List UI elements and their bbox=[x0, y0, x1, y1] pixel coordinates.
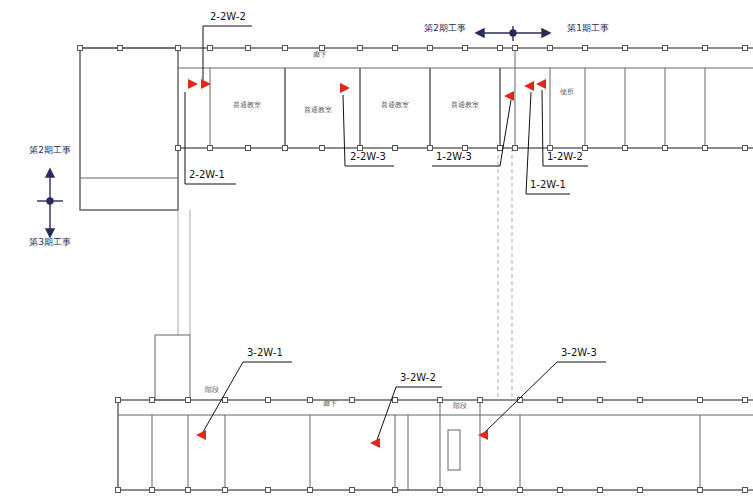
column bbox=[118, 46, 123, 51]
column bbox=[283, 146, 288, 151]
column bbox=[638, 488, 643, 493]
phase-label: 第3期工事 bbox=[29, 238, 71, 247]
phase-label: 第1期工事 bbox=[567, 24, 609, 33]
column bbox=[583, 146, 588, 151]
column bbox=[208, 146, 213, 151]
column bbox=[308, 398, 313, 403]
column bbox=[478, 488, 483, 493]
column bbox=[558, 488, 563, 493]
column bbox=[638, 398, 643, 403]
leader-lines bbox=[185, 26, 606, 440]
column bbox=[223, 488, 228, 493]
column bbox=[150, 398, 155, 403]
column bbox=[498, 46, 503, 51]
room-name: 普通教室 bbox=[232, 102, 262, 109]
column bbox=[223, 398, 228, 403]
room-name: 廊下 bbox=[312, 52, 328, 59]
column bbox=[518, 488, 523, 493]
room-name: 便所 bbox=[559, 89, 575, 96]
column bbox=[150, 488, 155, 493]
column bbox=[558, 398, 563, 403]
column bbox=[116, 398, 121, 403]
column bbox=[743, 488, 748, 493]
column bbox=[623, 146, 628, 151]
column bbox=[743, 146, 748, 151]
column bbox=[698, 398, 703, 403]
callout-number: 3-2W-1 bbox=[247, 348, 283, 358]
room-name: 廊下 bbox=[322, 401, 338, 408]
column bbox=[703, 146, 708, 151]
columns bbox=[78, 46, 748, 493]
column bbox=[393, 146, 398, 151]
room-name: 普通教室 bbox=[380, 102, 410, 109]
callout-number: 2-2W-3 bbox=[350, 152, 386, 162]
column bbox=[246, 146, 251, 151]
room-name: 普通教室 bbox=[450, 102, 480, 109]
column bbox=[663, 146, 668, 151]
column bbox=[598, 398, 603, 403]
room-name: 普通教室 bbox=[303, 107, 333, 114]
column bbox=[463, 146, 468, 151]
callout-number: 2-2W-2 bbox=[210, 12, 246, 22]
column bbox=[266, 398, 271, 403]
column bbox=[358, 46, 363, 51]
column bbox=[246, 46, 251, 51]
column bbox=[623, 46, 628, 51]
column bbox=[438, 398, 443, 403]
column bbox=[743, 398, 748, 403]
callout-number: 2-2W-1 bbox=[189, 170, 225, 180]
column bbox=[393, 46, 398, 51]
column bbox=[438, 488, 443, 493]
column bbox=[393, 398, 398, 403]
column bbox=[478, 398, 483, 403]
room-name: 階段 bbox=[452, 403, 468, 410]
phase-label: 第2期工事 bbox=[424, 24, 466, 33]
callout-number: 1-2W-1 bbox=[530, 180, 566, 190]
column bbox=[186, 488, 191, 493]
column bbox=[176, 146, 181, 151]
column bbox=[428, 146, 433, 151]
column bbox=[393, 488, 398, 493]
red-arrowheads bbox=[188, 79, 546, 448]
column bbox=[498, 146, 503, 151]
column bbox=[703, 46, 708, 51]
column bbox=[548, 146, 553, 151]
column bbox=[358, 146, 363, 151]
room-name: 階段 bbox=[204, 387, 220, 394]
phase-markers bbox=[37, 26, 550, 237]
column bbox=[598, 488, 603, 493]
column bbox=[308, 488, 313, 493]
column bbox=[743, 46, 748, 51]
callout-number: 1-2W-2 bbox=[547, 152, 583, 162]
column bbox=[266, 488, 271, 493]
column bbox=[176, 46, 181, 51]
column bbox=[320, 46, 325, 51]
column bbox=[548, 46, 553, 51]
column bbox=[463, 46, 468, 51]
column bbox=[513, 46, 518, 51]
column bbox=[186, 398, 191, 403]
column bbox=[698, 488, 703, 493]
column bbox=[513, 146, 518, 151]
column bbox=[208, 46, 213, 51]
column bbox=[350, 488, 355, 493]
callout-number: 3-2W-2 bbox=[400, 373, 436, 383]
phase-label: 第2期工事 bbox=[29, 146, 71, 155]
callout-number: 1-2W-3 bbox=[436, 152, 472, 162]
callout-number: 3-2W-3 bbox=[561, 348, 597, 358]
column bbox=[663, 46, 668, 51]
column bbox=[78, 46, 83, 51]
column bbox=[320, 146, 325, 151]
walls bbox=[80, 48, 753, 490]
column bbox=[350, 398, 355, 403]
column bbox=[116, 488, 121, 493]
column bbox=[283, 46, 288, 51]
column bbox=[583, 46, 588, 51]
column bbox=[428, 46, 433, 51]
